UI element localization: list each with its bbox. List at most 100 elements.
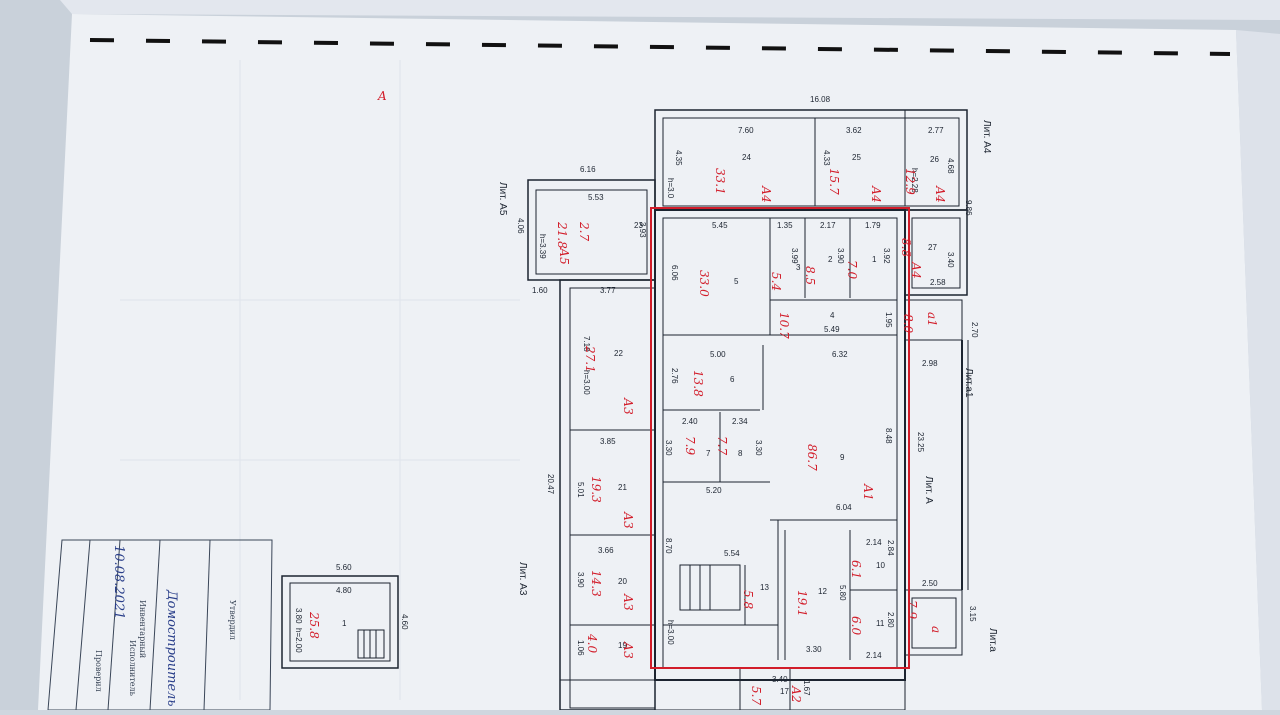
room-6: 6 [730, 375, 735, 384]
lit-mark-27: А4 [909, 261, 923, 279]
lit-mark-24: А4 [759, 185, 773, 203]
dim-277: 2.77 [928, 126, 944, 135]
dimension-labels: 16.08 7.60 3.62 2.77 4.35 h=3.0 4.33 4.6… [294, 95, 979, 696]
dim-377: 3.77 [600, 286, 616, 295]
dim-217: 2.17 [820, 221, 836, 230]
area-7: 7.9 [683, 436, 697, 455]
dim-870: 8.70 [664, 538, 673, 554]
dim-214a: 2.14 [866, 538, 882, 547]
stamp-line-1: Инвентарный [138, 600, 147, 658]
area-26: 12.9 [903, 168, 917, 195]
dim-h200: h=2.00 [294, 628, 303, 653]
dim-553: 5.53 [588, 193, 604, 202]
dim-554: 5.54 [724, 549, 740, 558]
handwriting-company: Домостроитель [164, 589, 179, 707]
label-lit-a5: Лит. А5 [497, 182, 508, 216]
dim-179: 1.79 [865, 221, 881, 230]
label-lit-a-lower: Лит.а [987, 628, 998, 652]
room-13: 13 [760, 583, 769, 592]
dim-500: 5.00 [710, 350, 726, 359]
marker-a: A [377, 89, 387, 103]
dashed-binding-line [89, 38, 1231, 56]
dim-2325: 23.25 [916, 432, 925, 453]
dim-h30a: h=3.0 [666, 178, 675, 199]
dim-390b: 3.90 [576, 572, 585, 588]
area-27: 8.8 [899, 238, 913, 257]
room-8: 8 [738, 449, 743, 458]
paper-grid [120, 60, 520, 700]
dim-406: 4.06 [516, 218, 525, 234]
dim-380: 3.80 [294, 608, 303, 624]
dim-258: 2.58 [930, 278, 946, 287]
dim-214b: 2.14 [866, 651, 882, 660]
lit-mark-a: а [929, 626, 943, 633]
room-4: 4 [830, 311, 835, 320]
area-17: 5.7 [749, 686, 763, 705]
dim-390: 3.90 [836, 248, 845, 264]
paper-edge-shadow [1236, 30, 1280, 710]
room-26: 26 [930, 155, 939, 164]
dim-h300a: h=3.00 [582, 370, 591, 395]
room-24: 24 [742, 153, 751, 162]
dim-632: 6.32 [832, 350, 848, 359]
dim-234: 2.34 [732, 417, 748, 426]
dim-315: 3.15 [968, 606, 977, 622]
area-4: 10.7 [777, 312, 791, 339]
dim-240: 2.40 [682, 417, 698, 426]
stamp-line-3: Проверил [94, 650, 103, 692]
dim-604: 6.04 [836, 503, 852, 512]
label-lit-a4: Лит. А4 [981, 120, 992, 154]
dim-606: 6.06 [670, 265, 679, 281]
room-27: 27 [928, 243, 937, 252]
dim-298: 2.98 [922, 359, 938, 368]
area-23: 21.8 [555, 221, 569, 249]
dim-392: 3.92 [882, 248, 891, 264]
dim-718: 7.18 [582, 336, 591, 352]
lit-mark-9: А1 [861, 483, 875, 501]
room-numbers: 24 25 26 23 5 3 2 1 27 4 22 6 7 8 9 21 1… [342, 153, 939, 696]
dim-top-total: 16.08 [810, 95, 831, 104]
dim-284: 2.84 [886, 540, 895, 556]
room-22: 22 [614, 349, 623, 358]
room-9: 9 [840, 453, 845, 462]
area-8: 7.7 [715, 436, 729, 455]
room-5: 5 [734, 277, 739, 286]
dim-330c: 3.30 [806, 645, 822, 654]
area-9: 86.7 [805, 444, 819, 471]
stamp-line-2: Исполнитель [128, 640, 137, 697]
label-lit-a: Лит. А [923, 476, 934, 504]
dim-480: 4.80 [336, 586, 352, 595]
area-10: 6.1 [849, 560, 863, 579]
area-11: 6.0 [849, 616, 863, 635]
lit-marks: А4 А4 А4 А4 А5 А3 А3 А3 А3 А1 а1 а А2 [557, 185, 947, 703]
dim-h339: h=3.39 [538, 234, 547, 259]
dim-276: 2.76 [670, 368, 679, 384]
stamp-line-4: Утвердил [228, 600, 237, 640]
lit-mark-20: А3 [621, 593, 635, 611]
dim-468: 4.68 [946, 158, 955, 174]
dim-545: 5.45 [712, 221, 728, 230]
room-7: 7 [706, 449, 711, 458]
room-12: 12 [818, 587, 827, 596]
dim-760: 7.60 [738, 126, 754, 135]
room-21: 21 [618, 483, 627, 492]
lit-mark-a1: а1 [925, 312, 939, 327]
dim-393: 3.93 [638, 222, 647, 238]
lit-mark-17: А2 [789, 685, 803, 703]
room-17: 17 [780, 687, 789, 696]
dim-580: 5.80 [838, 585, 847, 601]
room-1: 1 [872, 255, 877, 264]
dim-560: 5.60 [336, 563, 352, 572]
area-3: 5.4 [769, 272, 783, 291]
room-2: 2 [828, 255, 833, 264]
garage-room-1: 1 [342, 619, 347, 628]
area-6: 13.8 [691, 370, 705, 397]
room-25: 25 [852, 153, 861, 162]
dim-160: 1.60 [532, 286, 548, 295]
room-10: 10 [876, 561, 885, 570]
dim-501: 5.01 [576, 482, 585, 498]
area-19: 4.0 [585, 633, 599, 653]
dim-2047: 20.47 [546, 474, 555, 495]
